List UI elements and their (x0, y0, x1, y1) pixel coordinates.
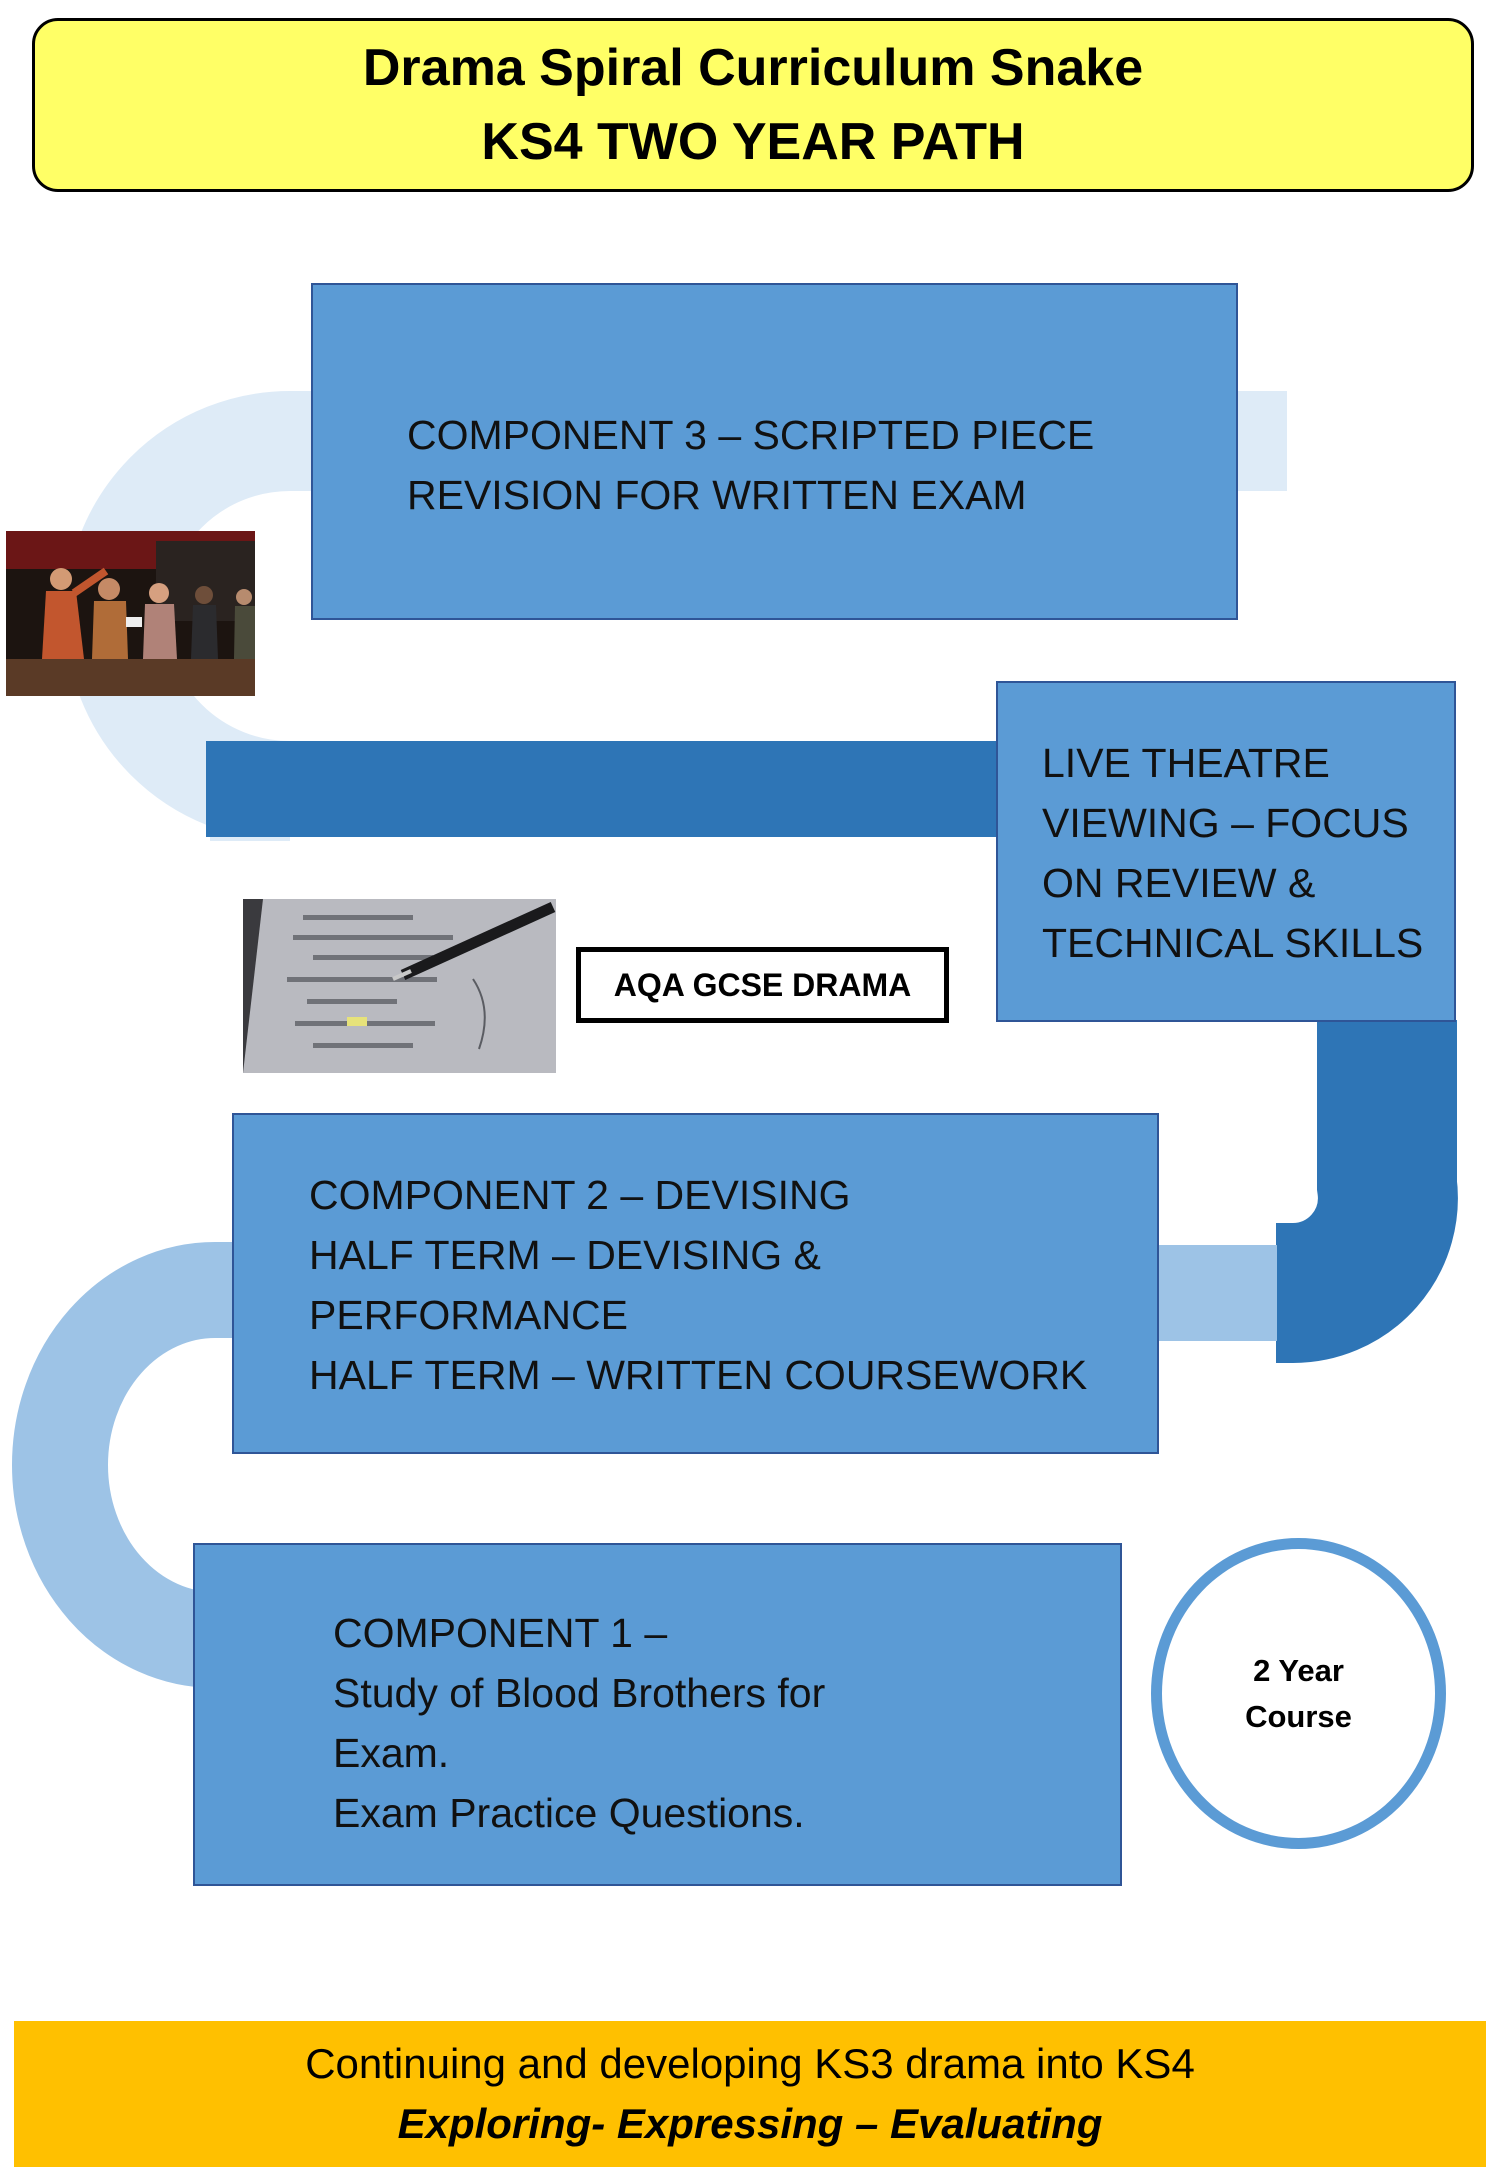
step-component-2: COMPONENT 2 – DEVISING HALF TERM – DEVIS… (232, 1113, 1159, 1454)
step-line: LIVE THEATRE (1042, 740, 1330, 786)
step-line: HALF TERM – DEVISING & (309, 1232, 821, 1278)
step-line: Exam. (333, 1730, 450, 1776)
title-banner: Drama Spiral Curriculum Snake KS4 TWO YE… (32, 18, 1474, 192)
badge-line-2: Course (1245, 1698, 1352, 1734)
stage-photo-image (6, 531, 255, 696)
snake-segment-mid (1155, 1245, 1277, 1341)
step-line: VIEWING – FOCUS (1042, 800, 1409, 846)
step-line: COMPONENT 3 – SCRIPTED PIECE (407, 412, 1095, 458)
footer-line-1: Continuing and developing KS3 drama into… (305, 2040, 1195, 2087)
snake-segment-left (12, 1242, 240, 1688)
step-line: PERFORMANCE (309, 1292, 628, 1338)
step-component-1: COMPONENT 1 – Study of Blood Brothers fo… (193, 1543, 1122, 1886)
script-photo (243, 899, 556, 1073)
step-line: HALF TERM – WRITTEN COURSEWORK (309, 1352, 1088, 1398)
script-photo-image (243, 899, 556, 1073)
step-line: COMPONENT 1 – (333, 1610, 668, 1656)
step-line: REVISION FOR WRITTEN EXAM (407, 472, 1027, 518)
exam-board-label: AQA GCSE DRAMA (576, 947, 949, 1023)
snake-segment-dark (206, 741, 1006, 837)
step-component-3: COMPONENT 3 – SCRIPTED PIECE REVISION FO… (311, 283, 1238, 620)
step-line: Exam Practice Questions. (333, 1790, 805, 1836)
footer-line-2: Exploring- Expressing – Evaluating (397, 2100, 1103, 2147)
step-line: TECHNICAL SKILLS (1042, 920, 1424, 966)
title-line-2: KS4 TWO YEAR PATH (481, 113, 1025, 171)
step-live-theatre: LIVE THEATRE VIEWING – FOCUS ON REVIEW &… (996, 681, 1456, 1022)
snake-segment-right (1276, 1020, 1458, 1363)
badge-line-1: 2 Year (1253, 1652, 1344, 1688)
stage-photo (6, 531, 255, 696)
step-line: COMPONENT 2 – DEVISING (309, 1172, 851, 1218)
course-length-badge: 2 Year Course (1151, 1538, 1446, 1849)
footer-banner: Continuing and developing KS3 drama into… (14, 2021, 1486, 2167)
title-line-1: Drama Spiral Curriculum Snake (362, 39, 1144, 97)
step-line: Study of Blood Brothers for (333, 1670, 826, 1716)
step-line: ON REVIEW & (1042, 860, 1316, 906)
